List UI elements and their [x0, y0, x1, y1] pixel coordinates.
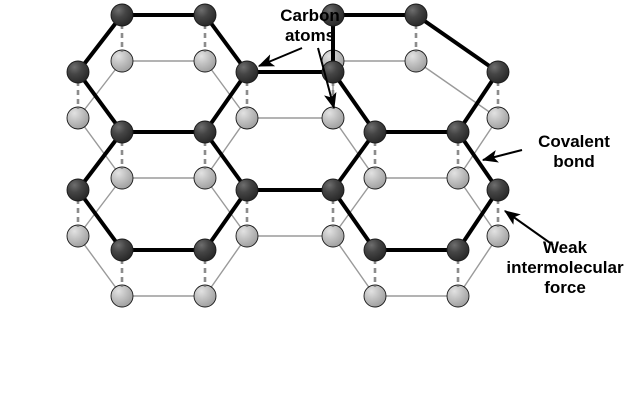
annotation-arrow-covalent-bond	[481, 149, 523, 163]
carbon-atom-back-layer	[486, 106, 510, 130]
covalent-bond-front	[203, 70, 249, 134]
carbon-atom-front-layer	[321, 60, 345, 84]
front-layer-carbon-atoms	[66, 3, 510, 262]
covalent-bond-back	[204, 177, 248, 237]
carbon-atom-back-layer	[110, 166, 134, 190]
carbon-atom-back-layer	[193, 284, 217, 308]
covalent-bond-front	[331, 70, 377, 134]
carbon-atom-front-layer	[363, 238, 387, 262]
covalent-bond-back	[77, 60, 123, 119]
carbon-atom-front-layer	[235, 178, 259, 202]
covalent-bond-back	[332, 177, 376, 237]
front-layer-covalent-bonds	[76, 13, 500, 252]
carbon-atom-front-layer	[110, 238, 134, 262]
carbon-atom-back-layer	[193, 49, 217, 73]
covalent-bond-front	[203, 130, 249, 192]
covalent-bond-back	[204, 60, 248, 119]
carbon-atom-front-layer	[363, 120, 387, 144]
covalent-bond-front	[76, 188, 124, 252]
covalent-bond-back	[204, 117, 248, 179]
covalent-bond-front	[76, 70, 124, 134]
annotation-arrow-carbon-atoms	[257, 47, 303, 67]
carbon-atom-front-layer	[193, 120, 217, 144]
annotation-arrow-carbon-atoms	[317, 47, 337, 110]
carbon-atom-front-layer	[321, 178, 345, 202]
carbon-atom-front-layer	[235, 60, 259, 84]
carbon-atom-back-layer	[193, 166, 217, 190]
annotation-arrow-weak-intermolecular-force	[504, 210, 554, 246]
covalent-bond-front	[331, 188, 377, 252]
covalent-bond-back	[457, 235, 499, 297]
covalent-bond-front	[203, 188, 249, 252]
covalent-bond-front	[76, 13, 124, 74]
weak-intermolecular-forces	[76, 24, 500, 287]
carbon-atom-back-layer	[486, 224, 510, 248]
carbon-atom-front-layer	[66, 60, 90, 84]
covalent-bond-back	[77, 177, 123, 237]
back-layer-covalent-bonds	[77, 60, 499, 297]
covalent-bond-front	[456, 188, 500, 252]
covalent-bond-back	[77, 235, 123, 297]
covalent-bond-front	[414, 13, 500, 74]
carbon-atom-front-layer	[193, 3, 217, 27]
covalent-bond-front	[456, 130, 500, 192]
carbon-atom-front-layer	[446, 120, 470, 144]
covalent-bond-back	[77, 117, 123, 179]
covalent-bond-back	[332, 117, 376, 179]
label-weak-intermolecular-force: Weak intermolecular force	[506, 238, 624, 297]
carbon-atom-back-layer	[235, 224, 259, 248]
covalent-bond-back	[457, 117, 499, 179]
covalent-bond-back	[457, 177, 499, 237]
carbon-atom-back-layer	[446, 284, 470, 308]
carbon-atom-front-layer	[486, 178, 510, 202]
covalent-bond-front	[76, 130, 124, 192]
carbon-atom-front-layer	[193, 238, 217, 262]
carbon-atom-back-layer	[446, 166, 470, 190]
carbon-atom-front-layer	[110, 3, 134, 27]
carbon-atom-back-layer	[66, 106, 90, 130]
covalent-bond-front	[331, 130, 377, 192]
carbon-atom-back-layer	[363, 166, 387, 190]
carbon-atom-back-layer	[363, 284, 387, 308]
carbon-atom-back-layer	[66, 224, 90, 248]
carbon-atom-back-layer	[110, 284, 134, 308]
carbon-atom-back-layer	[321, 106, 345, 130]
carbon-atom-front-layer	[486, 60, 510, 84]
covalent-bond-back	[415, 60, 499, 119]
carbon-atom-front-layer	[66, 178, 90, 202]
label-carbon-atoms: Carbon atoms	[280, 6, 340, 45]
carbon-atom-back-layer	[404, 49, 428, 73]
label-covalent-bond: Covalent bond	[538, 132, 610, 171]
annotation-arrows	[257, 47, 554, 246]
carbon-atom-back-layer	[321, 224, 345, 248]
carbon-atom-front-layer	[110, 120, 134, 144]
carbon-atom-front-layer	[321, 3, 345, 27]
covalent-bond-back	[332, 235, 376, 297]
covalent-bond-front	[456, 70, 500, 134]
carbon-atom-front-layer	[446, 238, 470, 262]
carbon-atom-front-layer	[404, 3, 428, 27]
back-layer-carbon-atoms	[66, 49, 510, 308]
covalent-bond-front	[203, 13, 249, 74]
carbon-atom-back-layer	[235, 106, 259, 130]
covalent-bond-back	[204, 235, 248, 297]
carbon-atom-back-layer	[110, 49, 134, 73]
